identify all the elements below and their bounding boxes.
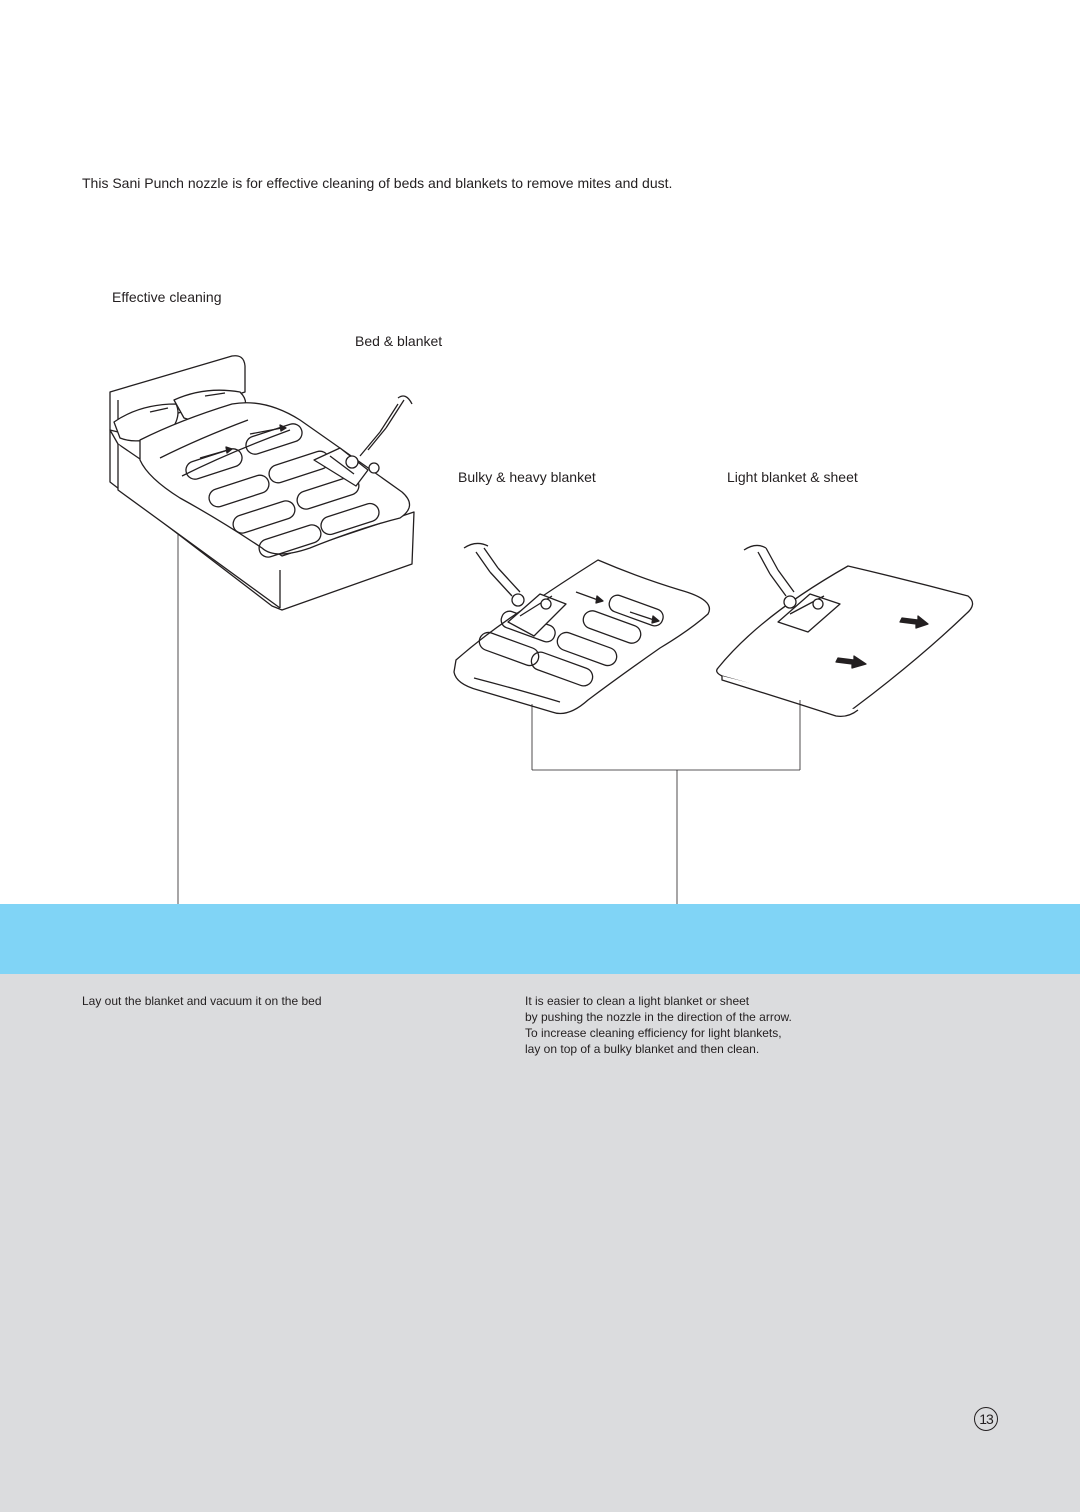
note-light-blanket: It is easier to clean a light blanket or… <box>525 993 845 1057</box>
blue-band <box>0 904 1080 974</box>
note-line: by pushing the nozzle in the direction o… <box>525 1010 792 1024</box>
note-line: To increase cleaning efficiency for ligh… <box>525 1026 782 1040</box>
section-title: Effective cleaning <box>112 289 222 305</box>
connector-lines <box>177 534 801 904</box>
light-blanket-illustration <box>716 544 974 718</box>
bulky-blanket-illustration <box>453 542 710 715</box>
note-line: It is easier to clean a light blanket or… <box>525 994 750 1008</box>
page-number: 13 <box>974 1407 998 1431</box>
label-bed-blanket: Bed & blanket <box>355 333 443 349</box>
label-bulky-blanket: Bulky & heavy blanket <box>458 469 596 485</box>
bed-illustration <box>109 355 415 611</box>
note-line: lay on top of a bulky blanket and then c… <box>525 1042 760 1056</box>
intro-text: This Sani Punch nozzle is for effective … <box>82 175 673 191</box>
label-light-blanket: Light blanket & sheet <box>727 469 858 485</box>
note-bed: Lay out the blanket and vacuum it on the… <box>82 994 322 1008</box>
notes-panel <box>0 974 1080 1512</box>
